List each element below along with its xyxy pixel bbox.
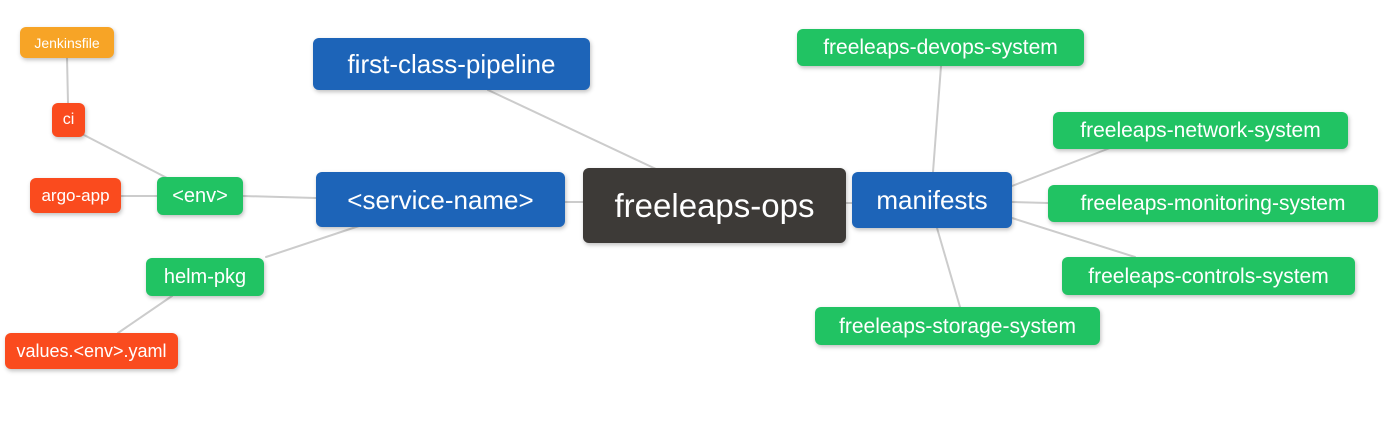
edge-manifests-freeleaps-devops-system [932,65,942,173]
edge-manifests-freeleaps-network-system [1011,147,1111,187]
node-freeleaps-storage-system[interactable]: freeleaps-storage-system [815,307,1100,345]
node-helm-pkg[interactable]: helm-pkg [146,258,264,296]
edge-ci-env [83,134,168,179]
edge-env-service-name [242,195,317,199]
node-ci[interactable]: ci [52,103,85,137]
node-jenkinsfile[interactable]: Jenkinsfile [20,27,114,58]
node-env[interactable]: <env> [157,177,243,215]
node-argo-app[interactable]: argo-app [30,178,121,213]
node-values-env-yaml[interactable]: values.<env>.yaml [5,333,178,369]
node-freeleaps-devops-system[interactable]: freeleaps-devops-system [797,29,1084,66]
edge-manifests-freeleaps-controls-system [1011,217,1136,258]
node-freeleaps-ops[interactable]: freeleaps-ops [583,168,846,243]
edge-first-class-pipeline-freeleaps-ops [487,89,657,170]
node-manifests[interactable]: manifests [852,172,1012,228]
node-service-name[interactable]: <service-name> [316,172,565,227]
node-first-class-pipeline[interactable]: first-class-pipeline [313,38,590,90]
edge-jenkinsfile-ci [66,56,69,104]
node-freeleaps-controls-system[interactable]: freeleaps-controls-system [1062,257,1355,295]
edge-manifests-freeleaps-storage-system [936,227,961,308]
edge-manifests-freeleaps-monitoring-system [1011,201,1049,204]
node-freeleaps-network-system[interactable]: freeleaps-network-system [1053,112,1348,149]
edge-helm-pkg-values-env-yaml [117,295,173,334]
node-freeleaps-monitoring-system[interactable]: freeleaps-monitoring-system [1048,185,1378,222]
edge-helm-pkg-service-name [265,224,363,258]
